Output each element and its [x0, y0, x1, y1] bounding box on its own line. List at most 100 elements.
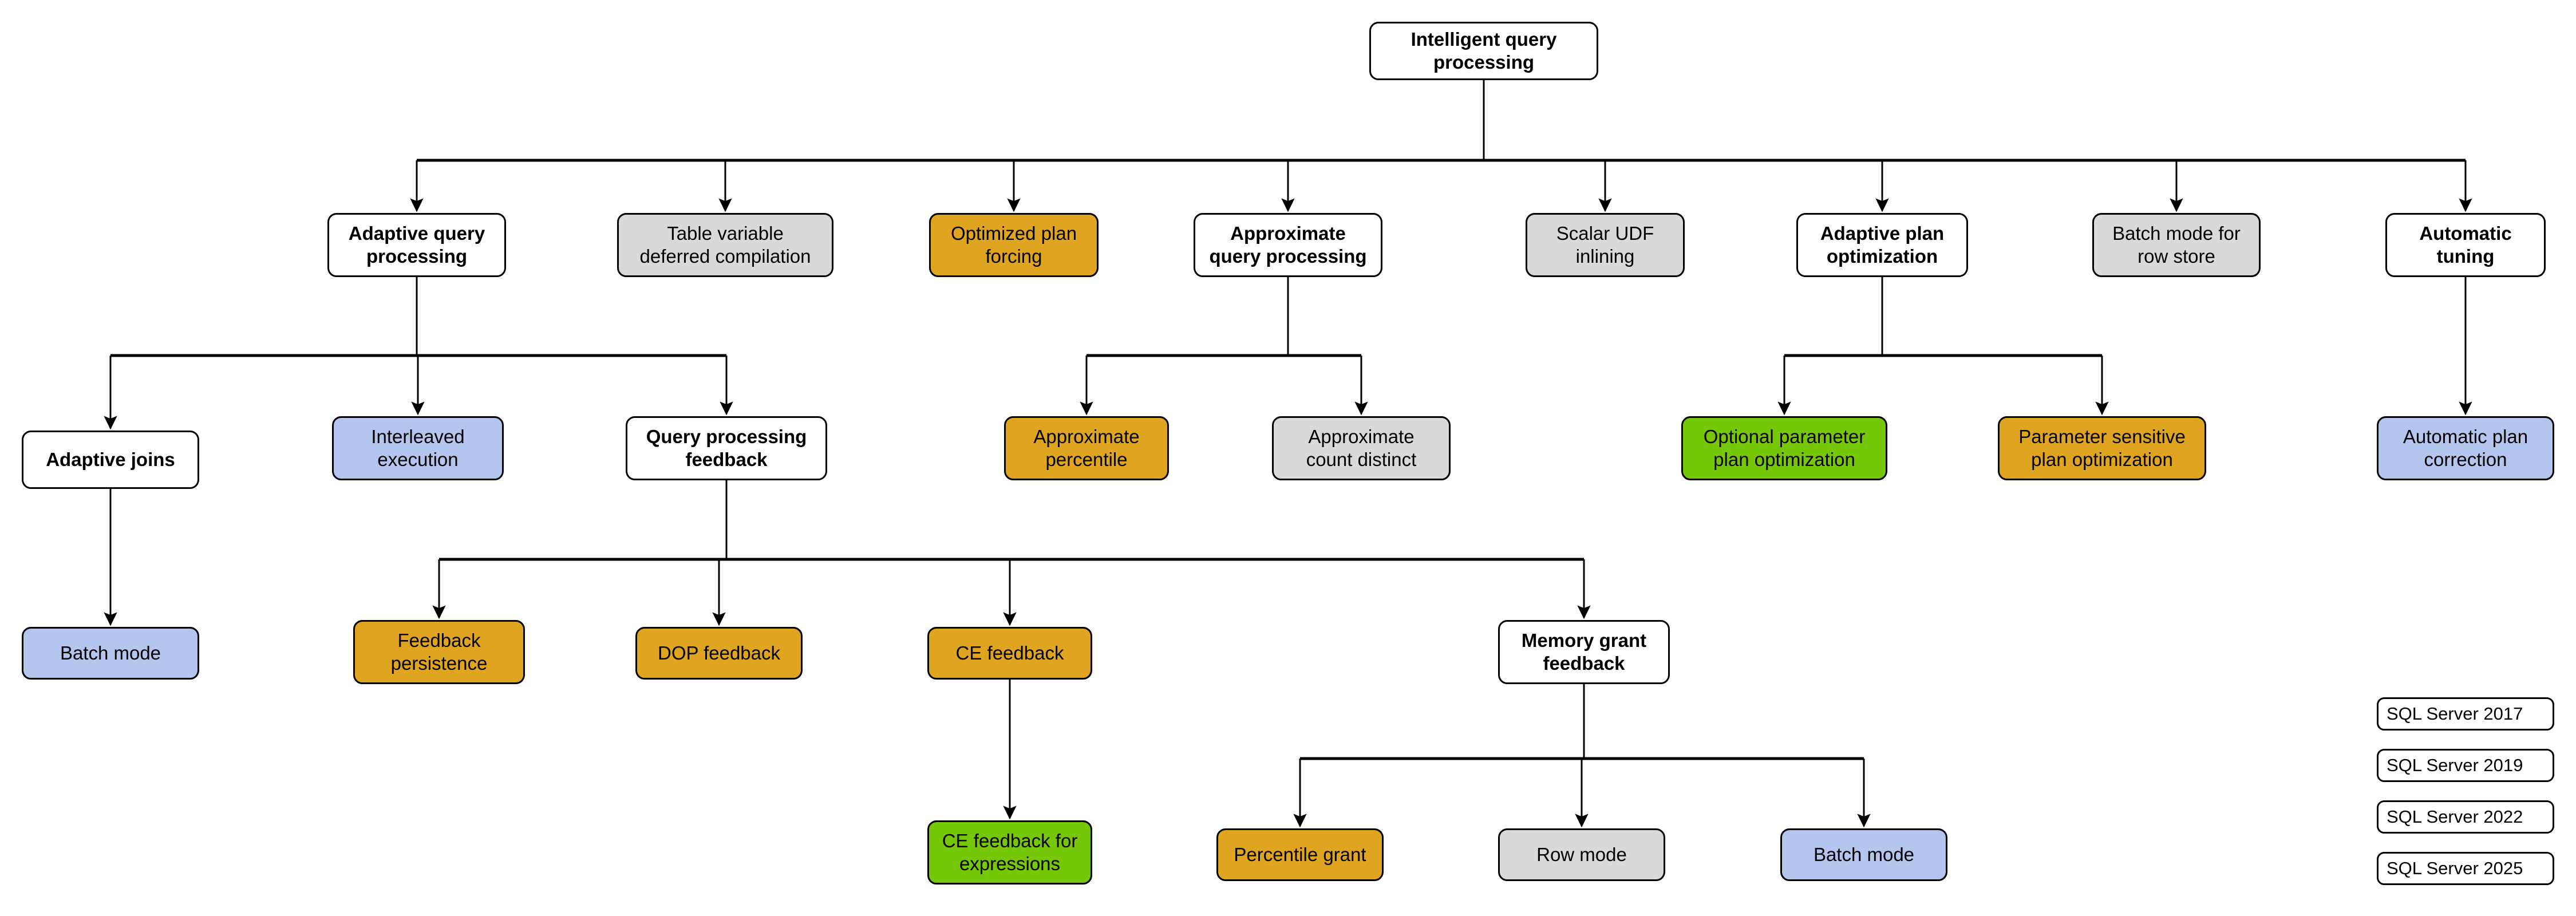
node-label-line2: processing — [1433, 52, 1535, 73]
node-label-line2: deferred compilation — [639, 246, 811, 267]
node-label-line1: Parameter sensitive — [2018, 425, 2186, 447]
legend-item-sql-server-2022[interactable]: SQL Server 2022 — [2377, 800, 2554, 834]
node-label-line2: plan optimization — [2031, 449, 2173, 470]
node-label-line1: Intelligent query — [1411, 28, 1557, 50]
node-label-line1: Memory grant — [1521, 629, 1647, 651]
node-label-line1: Feedback — [397, 629, 481, 651]
node-label: Batch mode — [1814, 843, 1914, 866]
node-label-line2: expressions — [959, 853, 1061, 874]
node-label-line1: Approximate — [1230, 222, 1346, 244]
node-label-line2: plan optimization — [1713, 449, 1855, 470]
node-label-line1: Table variable — [667, 222, 784, 244]
node-label-line1: Percentile grant — [1234, 843, 1366, 865]
node-label-line1: Approximate — [1033, 425, 1140, 447]
node-label: Row mode — [1536, 843, 1627, 866]
node-label-line2: correction — [2424, 449, 2507, 470]
node-batch-mode-aj[interactable]: Batch mode — [22, 627, 199, 680]
node-label-line1: Adaptive plan — [1820, 222, 1945, 244]
node-dop-fb[interactable]: DOP feedback — [635, 627, 803, 680]
node-label-line1: Row mode — [1536, 843, 1627, 865]
node-label-line1: Scalar UDF — [1556, 222, 1654, 244]
node-ce-fb[interactable]: CE feedback — [927, 627, 1092, 680]
node-label-line2: forcing — [985, 246, 1042, 267]
node-label-line2: query processing — [1209, 246, 1367, 267]
node-label-line2: persistence — [390, 653, 488, 674]
legend-item-label: SQL Server 2017 — [2387, 704, 2523, 724]
node-label-line1: CE feedback for — [942, 830, 1078, 851]
node-label-line2: row store — [2138, 246, 2215, 267]
node-label-line1: Batch mode — [60, 642, 161, 664]
node-label: DOP feedback — [658, 642, 780, 665]
legend-item-sql-server-2017[interactable]: SQL Server 2017 — [2377, 697, 2554, 731]
node-label-line2: optimization — [1826, 246, 1938, 267]
node-label-line1: Adaptive joins — [46, 448, 175, 470]
node-label-line2: tuning — [2436, 246, 2495, 267]
node-label-line2: execution — [377, 449, 459, 470]
node-label: Batch mode — [60, 642, 161, 665]
node-label-line1: Interleaved — [371, 425, 465, 447]
node-label-line1: Automatic — [2419, 222, 2512, 244]
node-label-line2: count distinct — [1306, 449, 1417, 470]
node-label-line1: CE feedback — [955, 642, 1064, 664]
node-label-line2: feedback — [1543, 653, 1625, 674]
node-label: CE feedback — [956, 642, 1064, 665]
node-label-line1: Adaptive query — [348, 222, 485, 244]
node-pct-grant[interactable]: Percentile grant — [1216, 828, 1384, 881]
node-label-line1: Query processing — [646, 425, 807, 447]
node-label-line1: Batch mode — [1813, 843, 1915, 865]
legend-item-sql-server-2019[interactable]: SQL Server 2019 — [2377, 749, 2554, 782]
legend-item-label: SQL Server 2025 — [2387, 858, 2523, 878]
legend-item-sql-server-2025[interactable]: SQL Server 2025 — [2377, 852, 2554, 885]
node-label-line2: inlining — [1575, 246, 1635, 267]
node-row-mode[interactable]: Row mode — [1498, 828, 1665, 881]
legend-item-label: SQL Server 2019 — [2387, 755, 2523, 775]
node-label-line1: Batch mode for — [2112, 222, 2241, 244]
node-batch-mode-mgf[interactable]: Batch mode — [1780, 828, 1947, 881]
node-label-line1: Approximate — [1308, 425, 1415, 447]
node-adaptive-joins[interactable]: Adaptive joins — [22, 431, 199, 489]
node-label: Adaptive joins — [46, 448, 175, 471]
node-label-line2: processing — [366, 246, 468, 267]
node-label-line2: feedback — [685, 449, 768, 470]
node-label-line1: Optional parameter — [1703, 425, 1866, 447]
